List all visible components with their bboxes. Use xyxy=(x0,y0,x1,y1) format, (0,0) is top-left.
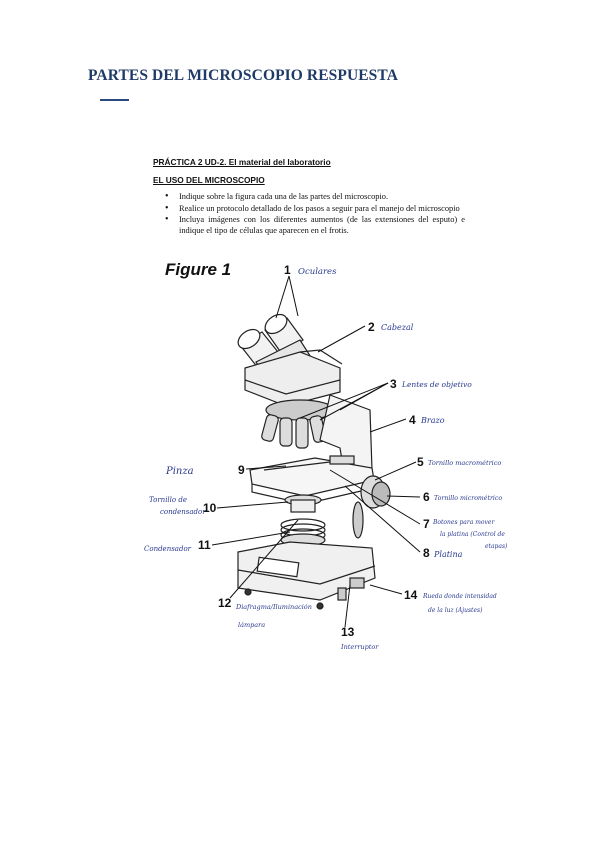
leader-lines xyxy=(211,275,421,628)
callout-number-5: 5 xyxy=(417,455,424,469)
page-title: PARTES DEL MICROSCOPIO RESPUESTA xyxy=(88,67,398,84)
instruction-item: Realice un protocolo detallado de los pa… xyxy=(165,204,465,215)
label-botones-platina-3: etapas) xyxy=(485,543,508,550)
microscope-head xyxy=(244,349,343,407)
instruction-item: Indique sobre la figura cada una de las … xyxy=(165,192,465,203)
callout-number-7: 7 xyxy=(423,517,430,531)
practice-heading: PRÁCTICA 2 UD-2. El material del laborat… xyxy=(153,157,331,167)
label-tornillo-macrometrico: Tornillo macrométrico xyxy=(428,459,501,467)
callout-number-11: 11 xyxy=(198,538,211,552)
microscope-drawing xyxy=(237,313,391,610)
callout-number-1: 1 xyxy=(284,263,291,277)
instruction-item: Incluya imágenes con los diferentes aume… xyxy=(165,215,465,236)
label-diafragma-1: Diafragma/Iluminación xyxy=(235,603,312,611)
callout-number-6: 6 xyxy=(423,490,430,504)
handwritten-labels: Oculares Cabezal Lentes de objetivo Braz… xyxy=(144,267,508,651)
nosepiece xyxy=(261,399,335,449)
microscope-base xyxy=(237,541,376,610)
callout-numbers: 1 2 3 4 5 6 7 8 9 10 11 12 13 14 xyxy=(198,263,430,639)
figure-title: Figure 1 xyxy=(165,260,232,279)
label-cabezal: Cabezal xyxy=(381,323,414,332)
label-tornillo-micrometrico: Tornillo micrométrico xyxy=(434,495,502,502)
label-botones-platina-2: la platina (Control de xyxy=(440,531,505,538)
callout-number-10: 10 xyxy=(203,501,217,515)
callout-number-12: 12 xyxy=(218,596,232,610)
label-tornillo-condensador-2: condensador xyxy=(160,508,206,516)
callout-number-14: 14 xyxy=(404,588,418,602)
callout-number-4: 4 xyxy=(409,413,416,427)
label-rueda-intensidad-1: Rueda donde intensidad xyxy=(422,593,497,600)
label-diafragma-2: lámpara xyxy=(238,621,265,629)
label-interruptor: Interruptor xyxy=(340,643,379,651)
label-platina: Platina xyxy=(433,550,463,559)
condenser xyxy=(284,494,322,513)
label-condensador: Condensador xyxy=(144,545,192,553)
callout-number-13: 13 xyxy=(341,625,355,639)
label-tornillo-condensador-1: Tornillo de xyxy=(149,496,187,504)
callout-number-3: 3 xyxy=(390,377,397,391)
callout-number-9: 9 xyxy=(238,463,245,477)
label-oculares: Oculares xyxy=(298,267,337,277)
label-lentes-objetivo: Lentes de objetivo xyxy=(401,380,472,389)
label-brazo: Brazo xyxy=(420,416,445,425)
callout-number-2: 2 xyxy=(368,320,375,334)
label-pinza: Pinza xyxy=(165,466,194,477)
focus-knobs xyxy=(352,475,391,539)
title-underline xyxy=(100,99,129,101)
instruction-list: Indique sobre la figura cada una de las … xyxy=(165,192,465,237)
section-heading: EL USO DEL MICROSCOPIO xyxy=(153,175,265,185)
label-rueda-intensidad-2: de la luz (Ajustes) xyxy=(428,607,483,614)
callout-number-8: 8 xyxy=(423,546,430,560)
label-botones-platina-1: Botones para mover xyxy=(432,519,495,526)
